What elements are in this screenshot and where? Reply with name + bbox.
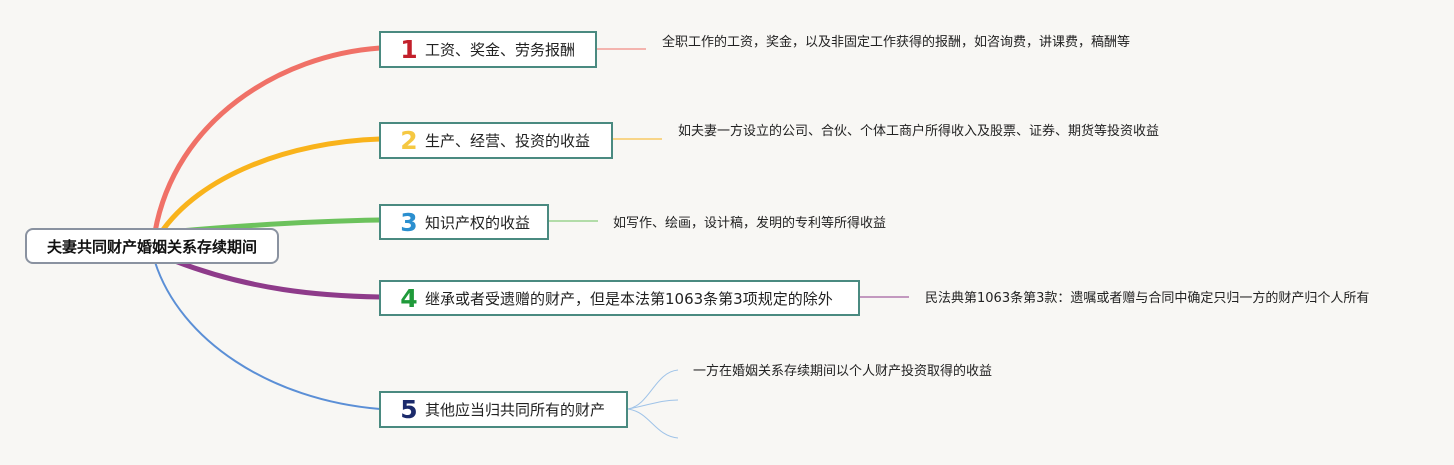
- branch-node-4[interactable]: 4 继承或者受遗赠的财产，但是本法第1063条第3项规定的除外: [379, 280, 860, 316]
- branch-connector-4: [172, 258, 383, 300]
- branch-label-1: 工资、奖金、劳务报酬: [425, 41, 576, 59]
- branch-number-2: 2: [400, 126, 418, 155]
- central-topic-label: 夫妻共同财产婚姻关系存续期间: [46, 237, 257, 256]
- branch-number-5: 5: [400, 395, 418, 424]
- branch-connector-5: [154, 261, 381, 410]
- branch-number-3: 3: [400, 207, 418, 237]
- branch-note-1[interactable]: 全职工作的工资，奖金，以及非固定工作获得的报酬，如咨询费，讲课费，稿酬等: [662, 35, 1131, 50]
- branch-node-5[interactable]: 5 其他应当归共同所有的财产: [379, 391, 628, 428]
- branch-label-4: 继承或者受遗赠的财产，但是本法第1063条第3项规定的除外: [425, 289, 833, 308]
- central-topic[interactable]: 夫妻共同财产婚姻关系存续期间: [25, 228, 279, 264]
- branch-note-3[interactable]: 如写作、绘画，设计稿，发明的专利等所得收益: [613, 216, 887, 231]
- branch-note-4[interactable]: 民法典第1063条第3款：遗嘱或者赠与合同中确定只归一方的财产归个人所有: [925, 291, 1370, 306]
- note-connector-5: [627, 369, 679, 439]
- branch-label-2: 生产、经营、投资的收益: [425, 132, 591, 150]
- branch-note-2[interactable]: 如夫妻一方设立的公司、合伙、个体工商户所得收入及股票、证券、期货等投资收益: [678, 124, 1160, 139]
- branch-node-3[interactable]: 3 知识产权的收益: [379, 204, 549, 240]
- branch-note-5[interactable]: 一方在婚姻关系存续期间以个人财产投资取得的收益: [693, 364, 993, 379]
- branch-node-1[interactable]: 1 工资、奖金、劳务报酬: [379, 31, 597, 68]
- branch-connector-2: [157, 136, 383, 237]
- branch-label-5: 其他应当归共同所有的财产: [425, 401, 606, 419]
- branch-number-1: 1: [400, 35, 418, 64]
- branch-number-4: 4: [400, 283, 418, 313]
- branch-label-3: 知识产权的收益: [425, 213, 531, 232]
- branch-connector-1: [152, 45, 383, 235]
- branch-node-2[interactable]: 2 生产、经营、投资的收益: [379, 122, 613, 159]
